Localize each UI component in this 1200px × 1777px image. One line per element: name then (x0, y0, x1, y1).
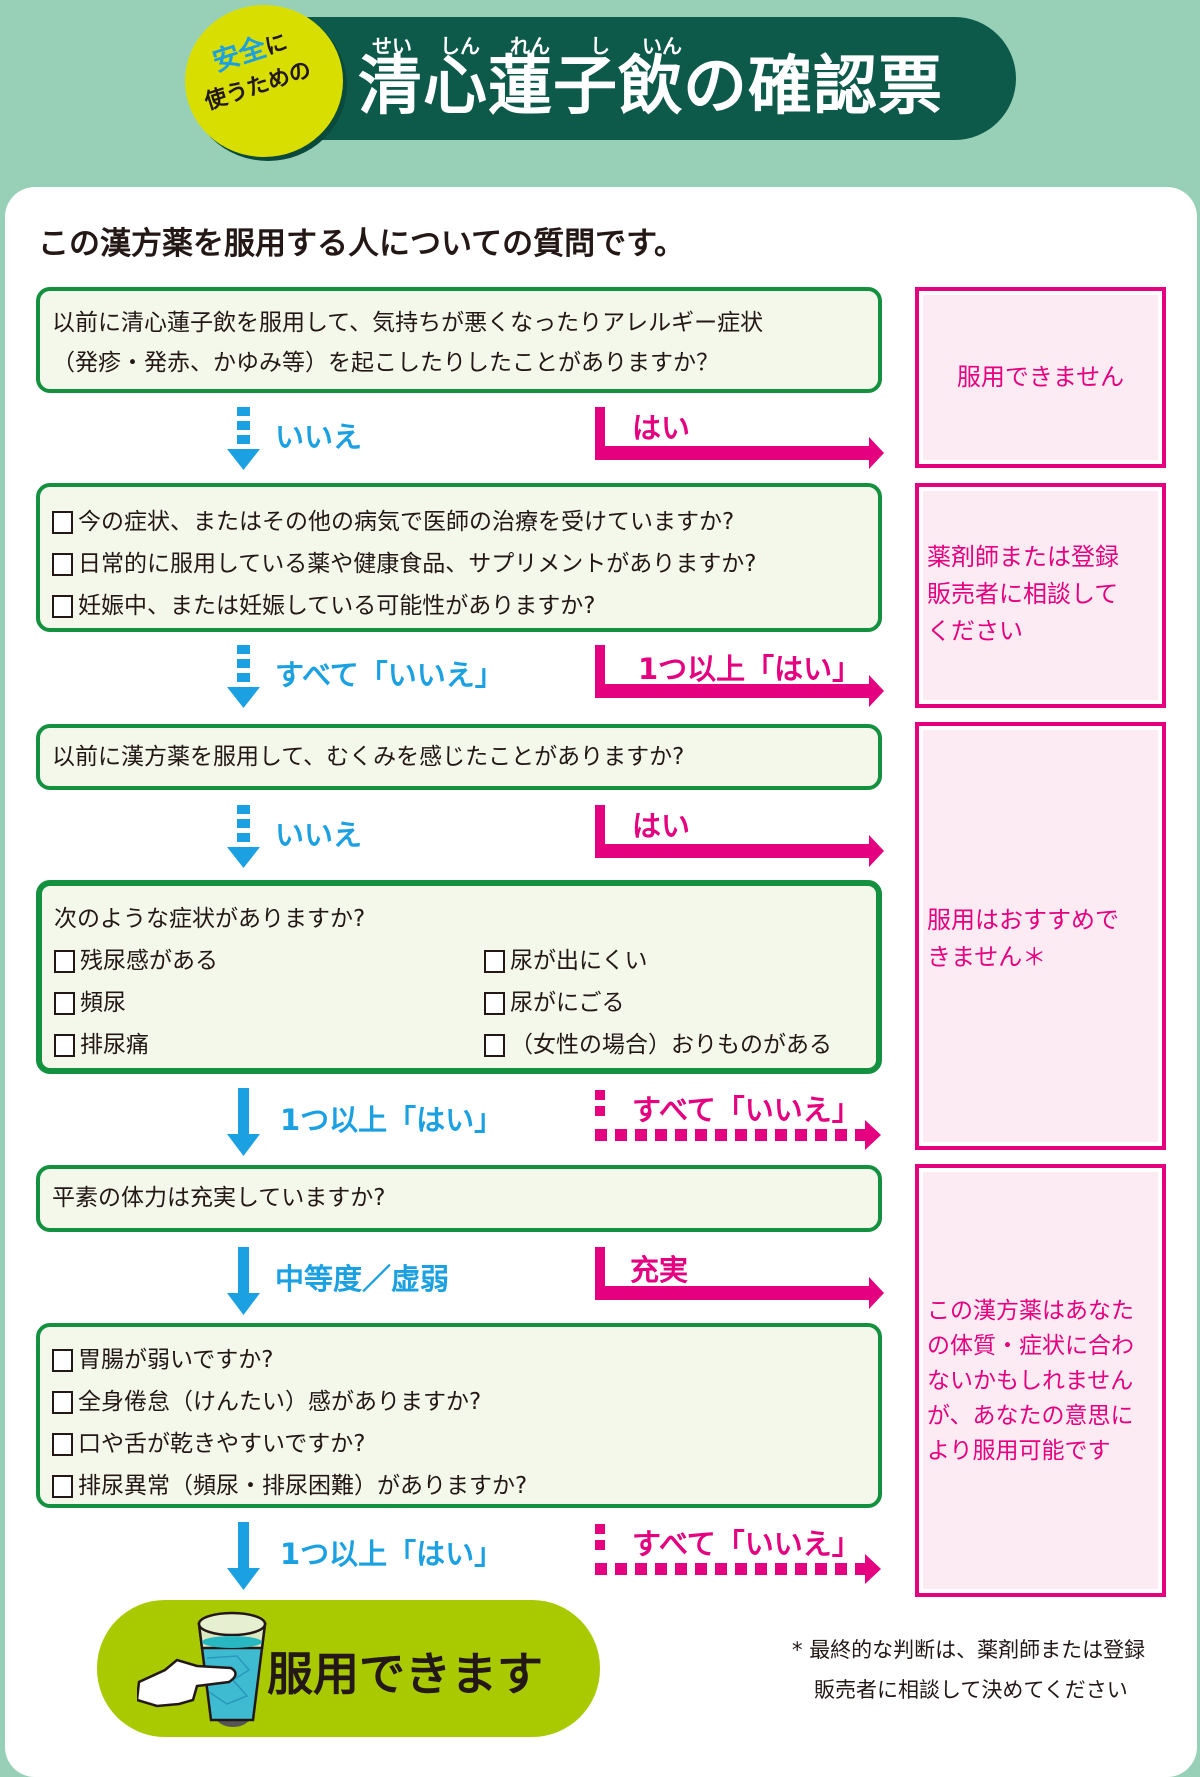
checkbox[interactable] (484, 991, 505, 1015)
question-text: （発疹・発赤、かゆみ等）を起こしたりしたことがありますか？ (52, 350, 719, 376)
arrow-down-icon (227, 1088, 260, 1156)
arrow-down-icon (227, 1522, 260, 1590)
checkbox-label: 妊娠中、または妊娠している可能性がありますか? (78, 593, 596, 619)
result-text: きません＊ (927, 943, 1047, 971)
checkbox[interactable] (484, 949, 505, 973)
checkbox-label: 排尿異常（頻尿・排尿困難）がありますか? (78, 1473, 528, 1499)
checkbox[interactable] (52, 1390, 73, 1414)
result-text: 薬剤師または登録 (927, 543, 1119, 571)
result-text: の体質・症状に合わ (927, 1333, 1134, 1359)
result-text: ください (927, 617, 1023, 645)
question-text: 平素の体力は充実していますか? (52, 1185, 386, 1211)
page-title: 清心蓮子飲の確認票 (358, 50, 943, 124)
question-text: 次のような症状がありますか? (54, 906, 366, 932)
checkbox-label: 尿が出にくい (510, 948, 648, 974)
arrow-label-all-no: すべて「いいえ」 (632, 1093, 861, 1127)
result-box-may-not-suit: この漢方薬はあなた の体質・症状に合わ ないかもしれません が、あなたの意思に … (915, 1164, 1166, 1597)
arrow-label-one-yes: 1つ以上「はい」 (638, 652, 862, 686)
arrow-label-one-yes: 1つ以上「はい」 (280, 1103, 504, 1137)
question-6-box: 胃腸が弱いですか? 全身倦怠（けんたい）感がありますか? 口や舌が乾きやすいです… (36, 1323, 882, 1508)
arrow-down-icon (227, 1247, 260, 1315)
ruby-0: せい (372, 34, 412, 58)
checkbox[interactable] (52, 1348, 73, 1372)
arrow-label-moderate-weak: 中等度／虚弱 (275, 1262, 450, 1296)
result-text: 販売者に相談して (927, 580, 1119, 608)
checkbox-label: 口や舌が乾きやすいですか? (78, 1431, 366, 1457)
arrow-label-yes: はい (632, 809, 691, 843)
arrow-down-icon (227, 645, 260, 708)
checkbox[interactable] (52, 1474, 73, 1498)
arrow-label-one-yes: 1つ以上「はい」 (280, 1537, 504, 1571)
checkbox[interactable] (54, 991, 75, 1015)
footnote-text: 販売者に相談して決めてください (814, 1678, 1128, 1702)
result-text: より服用可能です (927, 1438, 1111, 1464)
result-text: この漢方薬はあなた (927, 1298, 1134, 1324)
result-box-consult: 薬剤師または登録 販売者に相談して ください (915, 483, 1166, 708)
question-5-box: 平素の体力は充実していますか? (36, 1165, 882, 1232)
arrow-label-all-no: すべて「いいえ」 (632, 1527, 861, 1561)
question-text: 以前に清心蓮子飲を服用して、気持ちが悪くなったりアレルギー症状 (52, 310, 764, 336)
footnote-asterisk: * (792, 1638, 803, 1662)
arrow-label-robust: 充実 (630, 1253, 689, 1287)
glass-in-hand-icon (137, 1611, 267, 1727)
checkbox[interactable] (52, 510, 73, 534)
checkbox[interactable] (52, 594, 73, 618)
question-4-box: 次のような症状がありますか? 残尿感がある 頻尿 排尿痛 尿が出にくい 尿がにご… (36, 880, 882, 1074)
result-can-take-text: 服用できます (267, 1647, 543, 1701)
ruby-1: しん (440, 34, 480, 58)
title-banner (300, 17, 1016, 140)
result-box-cannot-take: 服用できません (915, 287, 1166, 468)
checkbox-label: 全身倦怠（けんたい）感がありますか? (78, 1389, 482, 1415)
result-text: 服用できません (956, 363, 1125, 391)
ruby-3: し (590, 34, 610, 58)
question-text: 以前に漢方薬を服用して、むくみを感じたことがありますか? (52, 744, 685, 770)
footnote: * 最終的な判断は、薬剤師または登録 販売者に相談して決めてください (792, 1630, 1145, 1710)
checkbox[interactable] (52, 1432, 73, 1456)
checkbox[interactable] (54, 949, 75, 973)
checkbox-label: （女性の場合）おりものがある (510, 1032, 832, 1058)
checkbox-label: 排尿痛 (80, 1032, 149, 1058)
checkbox-label: 胃腸が弱いですか? (78, 1347, 274, 1373)
checkbox[interactable] (484, 1033, 505, 1057)
question-1-box: 以前に清心蓮子飲を服用して、気持ちが悪くなったりアレルギー症状 （発疹・発赤、か… (36, 287, 882, 393)
checkbox[interactable] (52, 552, 73, 576)
arrow-label-yes: はい (632, 411, 691, 445)
question-3-box: 以前に漢方薬を服用して、むくみを感じたことがありますか? (36, 724, 882, 790)
footnote-text: 最終的な判断は、薬剤師または登録 (809, 1638, 1146, 1662)
ruby-4: いん (642, 34, 682, 58)
arrow-label-all-no: すべて「いいえ」 (275, 658, 504, 692)
question-2-box: 今の症状、またはその他の病気で医師の治療を受けていますか? 日常的に服用している… (36, 483, 882, 632)
checkbox-label: 尿がにごる (510, 990, 625, 1016)
safety-badge: 安全に 使うための (185, 5, 343, 157)
arrow-label-no: いいえ (275, 420, 363, 454)
checkbox-label: 今の症状、またはその他の病気で医師の治療を受けていますか? (78, 509, 735, 535)
arrow-label-no: いいえ (275, 818, 363, 852)
checkbox-label: 頻尿 (80, 990, 126, 1016)
result-can-take: 服用できます (97, 1600, 600, 1737)
arrow-down-icon (227, 407, 260, 470)
checkbox-label: 残尿感がある (80, 948, 218, 974)
arrow-down-icon (227, 805, 260, 868)
result-text: ないかもしれません (927, 1368, 1134, 1394)
intro-heading: この漢方薬を服用する人についての質問です。 (38, 226, 685, 262)
result-text: 服用はおすすめで (927, 906, 1119, 934)
checkbox-label: 日常的に服用している薬や健康食品、サプリメントがありますか? (78, 551, 757, 577)
checkbox[interactable] (54, 1033, 75, 1057)
result-box-not-recommended: 服用はおすすめで きません＊ (915, 722, 1166, 1150)
ruby-2: れん (510, 34, 550, 58)
result-text: が、あなたの意思に (927, 1403, 1134, 1429)
